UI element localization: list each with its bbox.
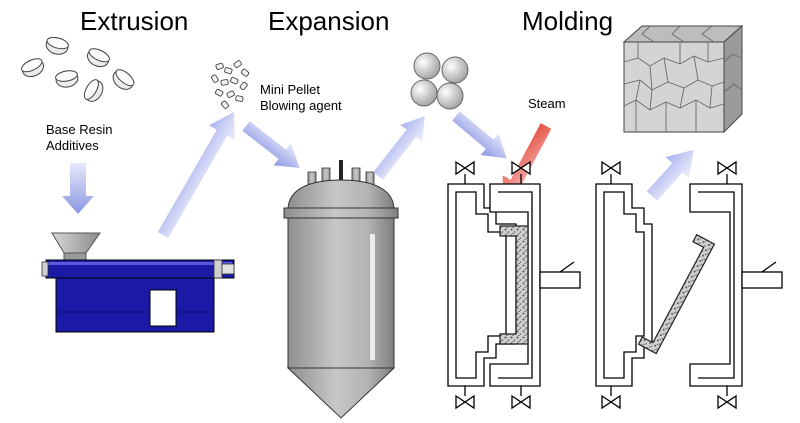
stage-title-molding: Molding bbox=[522, 6, 614, 36]
flow-arrow-up-2 bbox=[373, 116, 425, 180]
label-mini-pellet: Mini Pellet bbox=[260, 82, 320, 97]
mold-open-right-icon bbox=[689, 160, 783, 410]
mini-pellets-icon bbox=[211, 60, 250, 109]
label-blowing-agent: Blowing agent bbox=[260, 98, 342, 113]
stage-title-extrusion: Extrusion bbox=[80, 6, 189, 36]
flow-arrow-down-3 bbox=[452, 111, 507, 159]
flow-arrow-up-3 bbox=[646, 149, 694, 201]
label-base-resin: Base Resin bbox=[46, 122, 113, 137]
resin-pellets-icon bbox=[21, 36, 135, 102]
flow-arrow-up-1 bbox=[157, 112, 235, 238]
stage-title-expansion: Expansion bbox=[268, 6, 390, 36]
flow-arrow-down-1 bbox=[62, 163, 94, 214]
mold-open-left-icon bbox=[595, 160, 653, 410]
label-steam: Steam bbox=[528, 96, 566, 111]
foam-beads-icon bbox=[410, 52, 469, 110]
molded-part-icon bbox=[637, 233, 716, 355]
label-additives: Additives bbox=[46, 138, 99, 153]
mold-filling-icon bbox=[447, 160, 581, 410]
extruder-icon bbox=[41, 232, 235, 333]
pressure-vessel-icon bbox=[283, 160, 399, 419]
foam-block-icon bbox=[622, 24, 744, 134]
flow-arrow-down-2 bbox=[242, 121, 300, 168]
